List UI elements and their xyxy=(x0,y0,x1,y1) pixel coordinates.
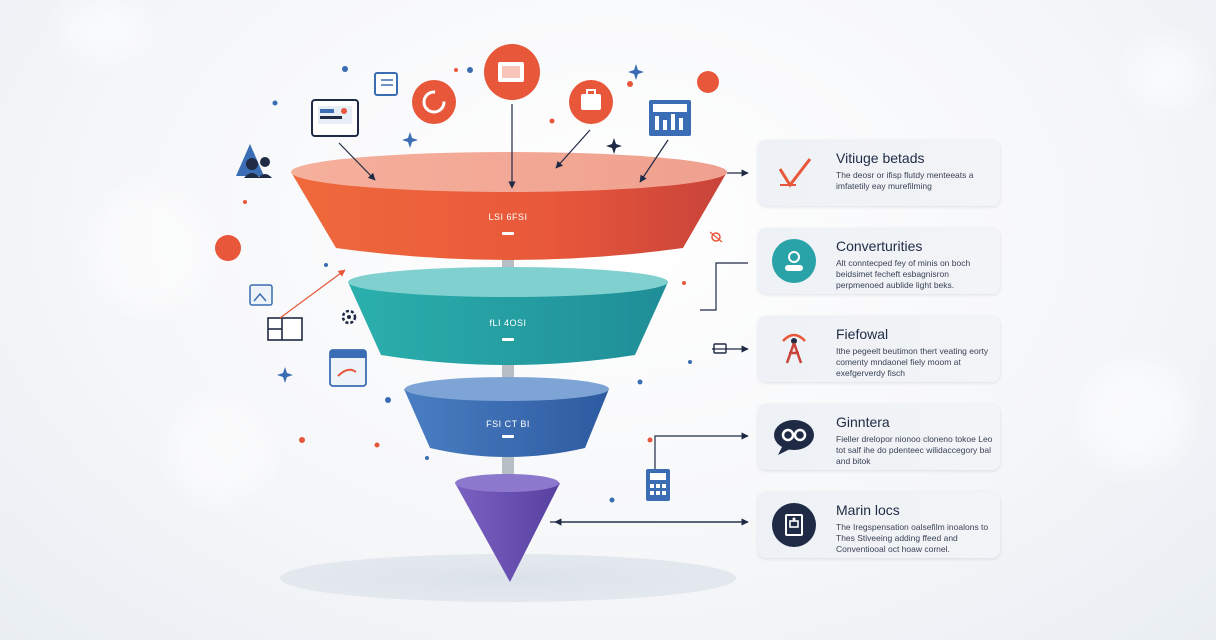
accent-dot xyxy=(215,235,241,261)
accent-dot xyxy=(299,437,305,443)
stage-title: Marin locs xyxy=(836,502,900,518)
stage-card-3: Fiefowal Ithe pegeelt beutimon thert vea… xyxy=(758,316,1000,382)
accent-dot xyxy=(374,442,380,448)
arrow-line xyxy=(279,269,346,319)
briefcase-icon xyxy=(569,80,613,124)
accent-dot xyxy=(342,66,348,72)
calendar-icon xyxy=(329,349,367,387)
connector-line xyxy=(709,231,723,243)
accent-dot xyxy=(243,200,247,204)
team-icon xyxy=(236,144,272,178)
refresh-icon xyxy=(412,80,456,124)
connector-line xyxy=(700,262,748,311)
sparkle-icon xyxy=(402,132,418,148)
document-icon xyxy=(772,503,816,547)
stage-title: Fiefowal xyxy=(836,326,889,342)
accent-dot xyxy=(467,67,473,73)
arrow-line xyxy=(555,129,591,169)
accent-dot xyxy=(688,360,692,364)
user-icon xyxy=(772,239,816,283)
stage-card-2: Converturities Alt conntecped fey of min… xyxy=(758,228,1000,294)
accent-dot xyxy=(609,497,615,503)
accent-dot xyxy=(697,71,719,93)
funnel-layer-2 xyxy=(348,282,668,365)
accent-dot xyxy=(549,118,555,124)
sparkle-icon xyxy=(606,138,622,154)
chart-board-icon xyxy=(649,100,691,136)
bokeh-light xyxy=(90,190,210,310)
sparkle-icon xyxy=(277,367,293,383)
chat-bubble-icon xyxy=(772,415,816,459)
accent-dot xyxy=(647,437,653,443)
funnel-layer-3-dash xyxy=(502,435,514,438)
accent-dot xyxy=(385,397,391,403)
funnel-layer-1 xyxy=(291,172,727,260)
presentation-icon xyxy=(311,99,359,137)
stage-card-4: Ginntera Fieller drelopor nionoo cloneno… xyxy=(758,404,1000,470)
funnel-layer-2-dash xyxy=(502,338,514,341)
stage-title: Vitiuge betads xyxy=(836,150,925,166)
person-icon xyxy=(772,327,816,371)
notebook-icon xyxy=(374,72,398,96)
bokeh-light xyxy=(60,0,150,60)
connector-line xyxy=(654,432,749,470)
calculator-icon xyxy=(646,469,670,501)
checkmark-icon xyxy=(772,151,816,195)
stage-desc: Fieller drelopor nionoo cloneno tokoe Le… xyxy=(836,434,993,466)
monitor-icon xyxy=(484,44,540,100)
layout-icon xyxy=(267,317,303,341)
funnel-layer-4-top xyxy=(455,474,559,492)
funnel-layer-3-top xyxy=(405,377,609,401)
stage-card-5: Marin locs The Iregspensation oalsefilm … xyxy=(758,492,1000,558)
sparkle-icon xyxy=(628,64,644,80)
accent-dot xyxy=(454,68,458,72)
funnel-layer-2-label: fLI 4OSI xyxy=(489,318,527,328)
accent-dot xyxy=(324,263,328,267)
accent-dot xyxy=(425,456,429,460)
accent-dot xyxy=(682,281,686,285)
bokeh-light xyxy=(1130,40,1200,110)
accent-dot xyxy=(637,379,643,385)
image-icon xyxy=(249,284,273,306)
battery-icon xyxy=(713,343,727,354)
stage-card-1: Vitiuge betads The deosr or ifisp flutdy… xyxy=(758,140,1000,206)
funnel-layer-3-label: FSI CT BI xyxy=(486,419,530,429)
accent-dot xyxy=(627,81,633,87)
settings-icon xyxy=(341,309,357,325)
bokeh-light xyxy=(170,400,270,500)
stage-desc: The Iregspensation oalsefilm inoalons to… xyxy=(836,522,989,554)
accent-dot xyxy=(272,100,278,106)
stage-desc: Alt conntecped fey of minis on boch beid… xyxy=(836,258,971,290)
arrow-line xyxy=(639,139,669,183)
stage-title: Converturities xyxy=(836,238,923,254)
stage-title: Ginntera xyxy=(836,414,890,430)
funnel-layer-1-top xyxy=(291,152,727,192)
connector-dot xyxy=(711,232,721,242)
funnel-layer-3 xyxy=(404,389,609,457)
funnel-layer-1-label: LSI 6FSI xyxy=(488,212,528,222)
arrow-line xyxy=(338,142,376,181)
funnel-layer-1-dash xyxy=(502,232,514,235)
funnel-layer-2-top xyxy=(348,267,668,297)
stage-desc: Ithe pegeelt beutimon thert veating eort… xyxy=(836,346,989,378)
bokeh-light xyxy=(1080,360,1190,470)
funnel-layer-4 xyxy=(455,483,560,582)
stage-desc: The deosr or ifisp flutdy menteeats a im… xyxy=(836,170,974,191)
